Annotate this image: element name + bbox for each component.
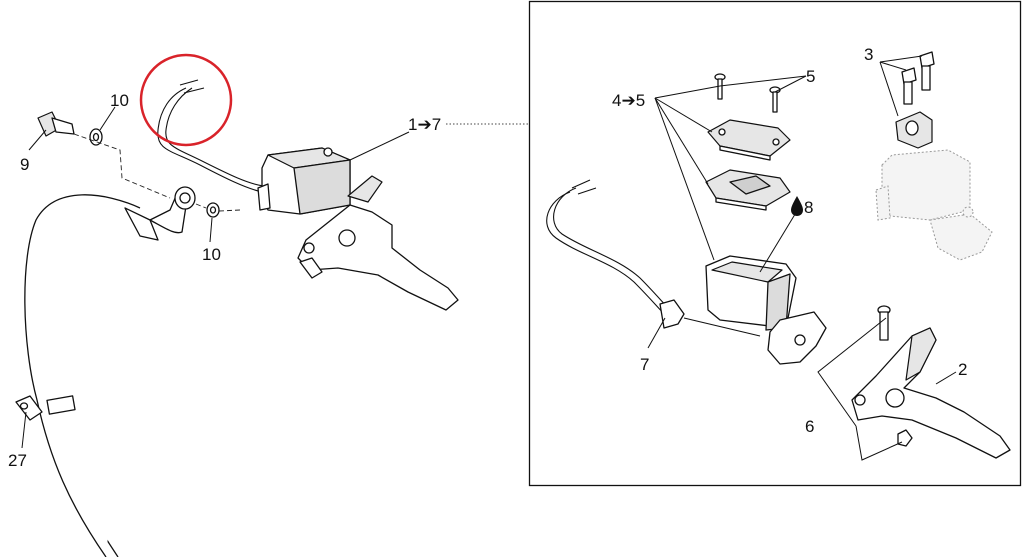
callout-4-5: 4➔5 — [612, 91, 645, 110]
cover-screw-1 — [714, 73, 726, 100]
banjo-fitting — [149, 186, 196, 234]
oil-drop-icon — [791, 196, 803, 216]
pivot-bolt — [877, 305, 891, 341]
callout-10-top: 10 — [110, 91, 129, 110]
brake-hose — [24, 194, 159, 557]
callout-1-7: 1➔7 — [408, 115, 441, 134]
ghost-master-cylinder — [875, 149, 993, 261]
callout-10-bottom: 10 — [202, 245, 221, 264]
clamp-bolt-2 — [919, 51, 935, 91]
callout-8: 8 — [804, 198, 813, 217]
banjo-bolt — [37, 111, 75, 137]
copper-washer-bottom — [206, 202, 220, 218]
copper-washer-top — [89, 128, 103, 146]
brake-light-switch — [659, 299, 761, 337]
callout-27: 27 — [8, 451, 27, 470]
callout-9: 9 — [20, 155, 29, 174]
highlight-circle — [139, 53, 233, 147]
callout-2: 2 — [958, 360, 967, 379]
callout-3: 3 — [864, 45, 873, 64]
lever-assembly — [851, 327, 1011, 459]
handlebar-clamp — [895, 111, 933, 149]
brake-lever — [297, 175, 459, 311]
master-cylinder-body — [705, 255, 827, 365]
reservoir-cover — [707, 119, 791, 161]
callout-7: 7 — [640, 355, 649, 374]
clamp-bolt-1 — [901, 67, 917, 105]
callout-6: 6 — [805, 417, 814, 436]
diaphragm-gasket — [705, 169, 791, 211]
callout-5: 5 — [806, 67, 815, 86]
master-cylinder — [257, 147, 351, 215]
